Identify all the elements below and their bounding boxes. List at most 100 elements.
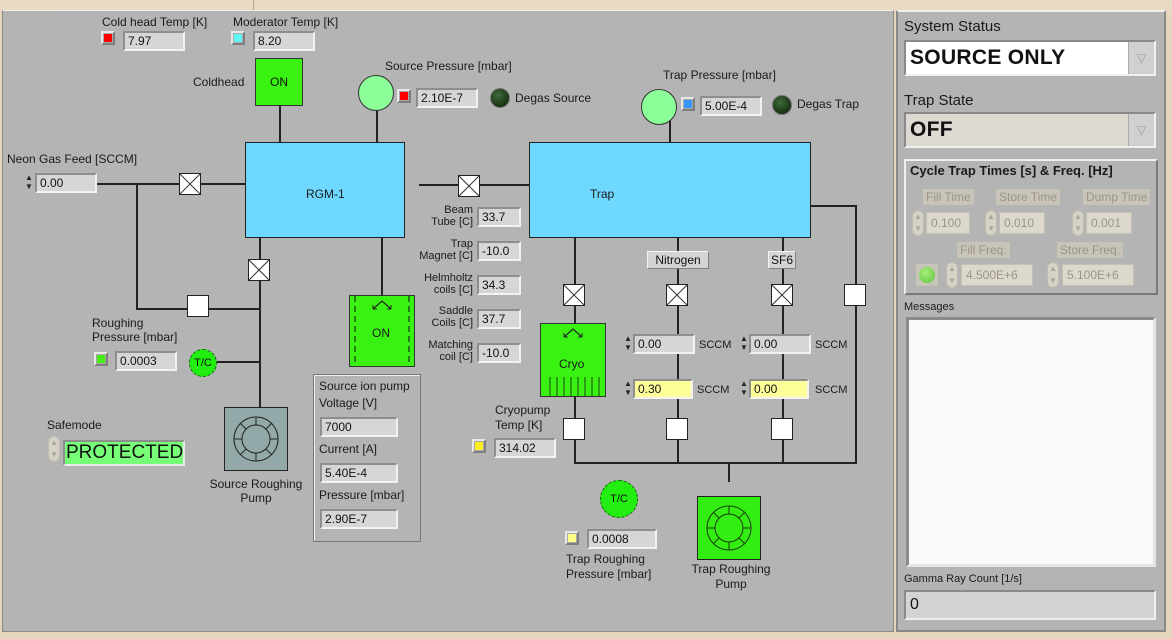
trap-magnet-temp: -10.0 — [477, 241, 521, 261]
system-status-select[interactable]: SOURCE ONLY ▽ — [904, 40, 1156, 76]
window-top-strip — [0, 0, 1172, 10]
neon-valve[interactable] — [179, 173, 201, 195]
ion-pump-toggle[interactable]: ON — [349, 295, 415, 367]
pipe — [809, 205, 857, 207]
source-pressure-led — [397, 89, 411, 103]
trap-bypass-valve[interactable] — [844, 284, 866, 306]
source-pressure-value: 2.10E-7 — [416, 88, 478, 108]
fill-freq-led[interactable] — [916, 264, 938, 286]
beam-tube-temp: 33.7 — [477, 207, 521, 227]
sf6-setpoint-stepper[interactable]: ▲▼ — [740, 379, 748, 397]
trap-pressure-value: 5.00E-4 — [700, 96, 762, 116]
safemode-label: Safemode — [47, 418, 102, 432]
nitrogen-setpoint-stepper[interactable]: ▲▼ — [624, 379, 632, 397]
chevron-down-icon[interactable]: ▽ — [1128, 114, 1154, 146]
moderator-temp-label: Moderator Temp [K] — [233, 15, 339, 29]
cryopump-toggle[interactable]: Cryo — [540, 323, 606, 397]
trap-state-select[interactable]: OFF ▽ — [904, 112, 1156, 148]
trap-roughing-value: 0.0008 — [587, 529, 657, 549]
nitrogen-setpoint-unit: SCCM — [697, 384, 730, 396]
fill-time-input[interactable]: 0.100 — [926, 212, 970, 234]
cryo-valve[interactable] — [563, 284, 585, 306]
trap-pressure-led — [681, 97, 695, 111]
gamma-value: 0 — [904, 590, 1156, 620]
bypass-valve-open[interactable] — [187, 295, 209, 317]
dump-time-input[interactable]: 0.001 — [1086, 212, 1132, 234]
sidebar-panel: System Status SOURCE ONLY ▽ Trap State O… — [896, 10, 1166, 632]
pipe — [136, 183, 138, 309]
system-status-label: System Status — [904, 18, 1001, 35]
coldhead-temp-label: Cold head Temp [K] — [102, 15, 208, 29]
pipe — [259, 237, 261, 409]
coldhead-label: Coldhead — [193, 75, 245, 89]
trap-state-value: OFF — [910, 118, 953, 141]
fill-freq-input[interactable]: 4.500E+6 — [961, 264, 1033, 286]
neon-feed-stepper[interactable]: ▲▼ — [25, 173, 33, 191]
sf6-button[interactable]: SF6 — [768, 251, 796, 269]
source-roughing-pump[interactable] — [224, 407, 288, 471]
valve-closed-icon — [772, 285, 792, 305]
store-freq-stepper[interactable]: ▲▼ — [1047, 262, 1059, 288]
nitrogen-button[interactable]: Nitrogen — [647, 251, 709, 269]
ion-pump-panel: Source ion pump Voltage [V] 7000 Current… — [313, 374, 421, 542]
trap-pressure-label: Trap Pressure [mbar] — [663, 68, 776, 82]
cryo-label: Cryo — [559, 357, 585, 371]
moderator-temp-value: 8.20 — [253, 31, 315, 51]
fill-freq-stepper[interactable]: ▲▼ — [946, 262, 958, 288]
rgm-vessel: RGM-1 — [245, 142, 405, 238]
rgm-label: RGM-1 — [306, 187, 345, 201]
nitrogen-flow: 0.00 — [633, 334, 695, 354]
store-freq-label: Store Freq. — [1057, 242, 1124, 258]
safemode-value[interactable]: PROTECTED — [63, 440, 185, 466]
fill-freq-label: Fill Freq. — [957, 242, 1010, 258]
sf6-roughing-valve[interactable] — [771, 418, 793, 440]
degas-source-indicator[interactable] — [490, 88, 510, 108]
matching-coil-temp: -10.0 — [477, 343, 521, 363]
sf6-flow-stepper[interactable]: ▲▼ — [740, 334, 748, 352]
cryo-roughing-valve[interactable] — [563, 418, 585, 440]
store-time-stepper[interactable]: ▲▼ — [985, 210, 997, 236]
nitrogen-flow-unit: SCCM — [699, 339, 732, 351]
degas-trap-indicator[interactable] — [772, 95, 792, 115]
store-time-input[interactable]: 0.010 — [999, 212, 1045, 234]
fill-time-stepper[interactable]: ▲▼ — [912, 210, 924, 236]
store-freq-input[interactable]: 5.100E+6 — [1062, 264, 1134, 286]
trap-pressure-gauge — [641, 89, 677, 125]
coldhead-toggle[interactable]: ON — [255, 58, 303, 106]
pump-icon — [233, 416, 279, 462]
chevron-down-icon[interactable]: ▽ — [1128, 42, 1154, 74]
rgm-trap-valve[interactable] — [458, 175, 480, 197]
sf6-setpoint-input[interactable]: 0.00 — [749, 379, 809, 399]
trap-vessel: Trap — [529, 142, 811, 238]
nitrogen-valve[interactable] — [666, 284, 688, 306]
pipe — [381, 237, 383, 307]
ion-pump-pressure: 2.90E-7 — [320, 509, 398, 529]
tab-strip — [54, 0, 254, 10]
dump-time-stepper[interactable]: ▲▼ — [1072, 210, 1084, 236]
messages-label: Messages — [904, 301, 955, 313]
trap-roughing-pump[interactable] — [697, 496, 761, 560]
messages-box[interactable] — [906, 317, 1156, 567]
valve-closed-icon — [667, 285, 687, 305]
sf6-valve[interactable] — [771, 284, 793, 306]
nitrogen-flow-stepper[interactable]: ▲▼ — [624, 334, 632, 352]
roughing-value: 0.0003 — [115, 351, 177, 371]
degas-source-label: Degas Source — [515, 91, 592, 105]
sf6-setpoint-unit: SCCM — [815, 384, 848, 396]
nitrogen-roughing-valve[interactable] — [666, 418, 688, 440]
neon-feed-input[interactable]: 0.00 — [35, 173, 97, 193]
ion-pump-current: 5.40E-4 — [320, 463, 398, 483]
ion-pump-current-label: Current [A] — [319, 442, 378, 456]
nitrogen-setpoint-input[interactable]: 0.30 — [633, 379, 693, 399]
safemode-stepper[interactable]: ▲▼ — [48, 436, 60, 462]
sf6-flow: 0.00 — [749, 334, 811, 354]
source-roughing-valve[interactable] — [248, 259, 270, 281]
degas-trap-label: Degas Trap — [797, 97, 860, 111]
